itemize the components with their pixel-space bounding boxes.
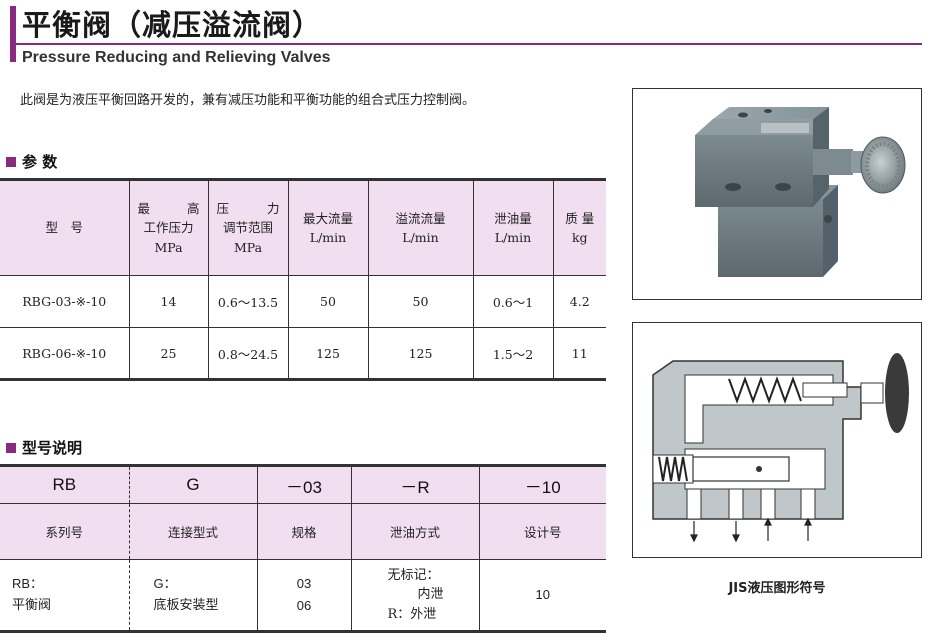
model-desc-row: 系列号 连接型式 规格 泄油方式 设计号 <box>0 503 606 560</box>
col-header-model: 型 号 <box>0 179 130 276</box>
col-header-mass: 质 量 kg <box>553 179 606 276</box>
desc-connection: 连接型式 <box>129 503 258 560</box>
product-photo <box>632 88 922 300</box>
detail-design: 10 <box>535 586 550 602</box>
model-section-title: 型号说明 <box>22 439 83 457</box>
table-row: RBG-06-※-10 25 0.8～24.5 125 125 1.5～2 11 <box>0 327 606 380</box>
params-section-title: 参 数 <box>22 153 58 171</box>
cell-max-pressure: 25 <box>129 327 209 380</box>
section-bullet-icon <box>6 442 16 453</box>
intro-text: 此阀是为液压平衡回路开发的，兼有减压功能和平衡功能的组合式压力控制阀。 <box>20 93 476 108</box>
code-connection: G <box>129 465 258 504</box>
section-bullet-icon <box>6 156 16 167</box>
desc-series: 系列号 <box>0 503 130 560</box>
col-header-drain-flow: 泄油量 L/min <box>473 179 554 276</box>
params-table: 型 号 最高 工作压力 MPa 压力 调节范围 MPa 最大流量 L/min 溢… <box>0 178 606 381</box>
col-header-max-flow: 最大流量 L/min <box>288 179 369 276</box>
page-subtitle: Pressure Reducing and Relieving Valves <box>22 49 331 66</box>
cell-model: RBG-03-※-10 <box>0 275 130 328</box>
desc-drain: 泄油方式 <box>351 503 480 560</box>
cell-max-flow: 125 <box>288 327 369 380</box>
cell-relief-flow: 125 <box>368 327 474 380</box>
detail-series: RB： 平衡阀 <box>0 559 130 632</box>
page-title: 平衡阀（减压溢流阀） <box>22 8 323 42</box>
title-accent-bar <box>10 6 16 62</box>
col-header-relief-flow: 溢流流量 L/min <box>368 179 474 276</box>
code-size: －03 <box>257 465 352 504</box>
cell-drain-flow: 0.6～1 <box>473 275 554 328</box>
desc-size: 规格 <box>257 503 352 560</box>
jis-schematic <box>632 322 922 558</box>
col-header-pressure-range: 压力 调节范围 MPa <box>208 179 289 276</box>
cell-max-pressure: 14 <box>129 275 209 328</box>
detail-size: 03 06 <box>257 559 352 632</box>
desc-design: 设计号 <box>479 503 606 560</box>
cell-pressure-range: 0.6～13.5 <box>208 275 289 328</box>
model-code-table: RB G －03 －R －10 系列号 连接型式 规格 泄油方式 设计号 RB：… <box>0 464 606 633</box>
code-drain: －R <box>351 465 480 504</box>
model-code-row: RB G －03 －R －10 <box>0 465 606 504</box>
detail-drain: 无标记： 内泄 R：外泄 <box>351 559 480 632</box>
cell-mass: 4.2 <box>553 275 606 328</box>
code-design: －10 <box>479 465 606 504</box>
title-divider <box>16 43 922 45</box>
code-series: RB <box>0 465 130 504</box>
cell-drain-flow: 1.5～2 <box>473 327 554 380</box>
valve-photo-illustration <box>695 107 906 277</box>
detail-connection: G： 底板安装型 <box>129 559 258 632</box>
params-header-row: 型 号 最高 工作压力 MPa 压力 调节范围 MPa 最大流量 L/min 溢… <box>0 179 606 276</box>
diagram-caption: JIS液压图形符号 <box>728 581 826 596</box>
cell-mass: 11 <box>571 345 588 361</box>
cell-relief-flow: 50 <box>368 275 474 328</box>
valve-cross-section-diagram <box>652 353 909 543</box>
cell-max-flow: 50 <box>288 275 369 328</box>
model-section-heading: 型号说明 <box>6 437 82 458</box>
cell-pressure-range: 0.8～24.5 <box>208 327 289 380</box>
model-detail-row: RB： 平衡阀 G： 底板安装型 03 06 无标记： 内泄 R：外泄 10 <box>0 559 606 632</box>
cell-model: RBG-06-※-10 <box>0 327 130 380</box>
table-row: RBG-03-※-10 14 0.6～13.5 50 50 0.6～1 4.2 <box>0 275 606 328</box>
params-section-heading: 参 数 <box>6 151 57 172</box>
col-header-max-pressure: 最高 工作压力 MPa <box>129 179 209 276</box>
